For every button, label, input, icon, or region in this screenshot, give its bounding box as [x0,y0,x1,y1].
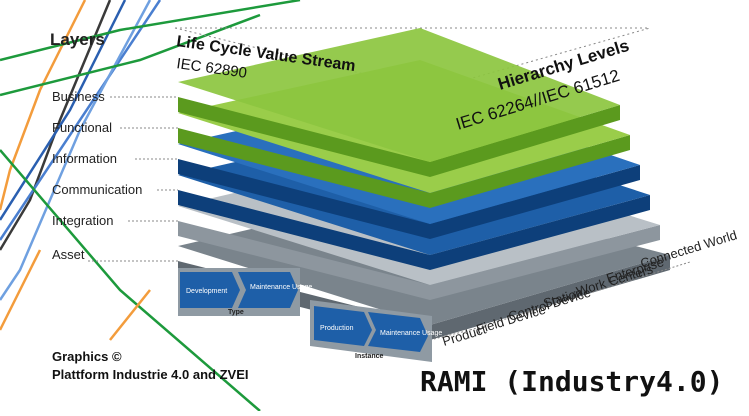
layer-label-business: Business [52,89,105,104]
production-box [314,306,372,346]
type-maintenance-label: Maintenance Usage [250,284,312,291]
development-box [180,272,240,308]
business-layer-top [178,28,620,162]
functional-layer-front [178,128,630,208]
integration-layer-front [178,221,660,300]
page-title: RAMI (Industry4.0) [420,365,724,398]
orange-stroke [109,289,151,341]
type-group: Development Maintenance Usage Type [178,268,312,316]
green-stroke [0,149,261,412]
layer-label-asset: Asset [52,247,85,262]
decorative-strokes [0,0,301,412]
type-maintenance-box [238,272,298,308]
communication-layer-front [178,190,650,270]
instance-group: Production Maintenance Usage Instance [310,300,442,362]
orange-stroke [0,249,42,331]
layer-label-information: Information [52,151,117,166]
development-label: Development [186,288,227,295]
layer-label-functional: Functional [52,120,112,135]
hierarchy-leaders [429,261,691,341]
blue-stroke [0,0,127,221]
business-layer-front [178,97,620,177]
production-label: Production [320,325,354,332]
information-layer-front [178,159,640,239]
credit-line-1: Graphics © [52,349,122,364]
layers-heading: Layers [50,30,105,49]
instance-maintenance-label: Maintenance Usage [380,330,442,337]
dark-stroke [0,0,112,251]
instance-maintenance-box [368,312,428,352]
green-stroke [0,13,261,97]
blue-stroke [0,0,162,241]
credit-line-2: Plattform Industrie 4.0 and ZVEI [52,367,249,382]
layer-label-communication: Communication [52,182,142,197]
type-label: Type [228,309,244,316]
graphics-credit: Graphics © Plattform Industrie 4.0 and Z… [52,348,248,384]
instance-label: Instance [355,353,384,360]
layer-labels: Layers Business Functional Information C… [50,30,142,262]
green-stroke [0,0,301,62]
layer-label-integration: Integration [52,213,113,228]
layer-leaders [88,96,178,262]
layer-stack [178,28,670,340]
